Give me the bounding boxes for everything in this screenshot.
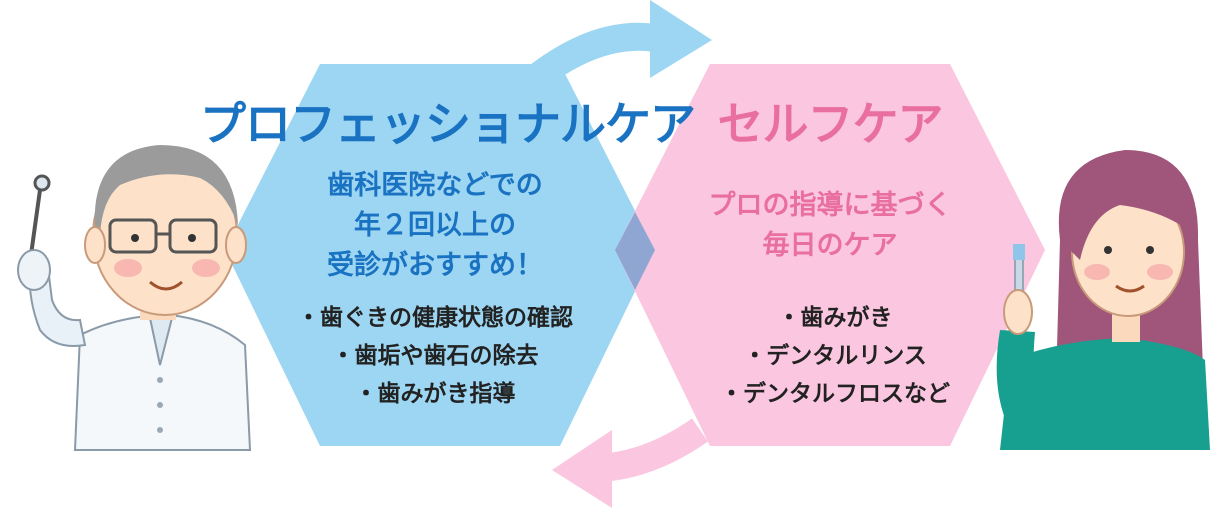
dentist-illustration	[17, 145, 252, 451]
professional-care-subtitle-line: 歯科医院などでの	[327, 170, 543, 201]
professional-care-subtitle-line: 受診がおすすめ！	[327, 250, 543, 281]
professional-care-hexagon	[225, 64, 655, 446]
professional-care-item: ・歯ぐきの健康状態の確認	[297, 305, 573, 331]
professional-care-item: ・歯垢や歯石の除去	[331, 343, 539, 369]
self-care-subtitle-line: プロの指導に基づく	[708, 190, 952, 221]
professional-care-title: プロフェッショナルケア	[200, 97, 696, 151]
cycle-arrow-bottom-icon	[552, 418, 709, 508]
self-care-hexagon	[615, 64, 1045, 446]
self-care-item: ・デンタルリンス	[743, 343, 927, 369]
self-care-subtitle-line: 毎日のケア	[762, 230, 898, 261]
overlap-area	[615, 212, 655, 290]
professional-care-item: ・歯みがき指導	[354, 381, 516, 407]
self-care-item: ・歯みがき	[777, 305, 893, 331]
self-care-item: ・デンタルフロスなど	[720, 381, 950, 407]
professional-care-subtitle-line: 年２回以上の	[354, 210, 516, 241]
woman-illustration	[996, 150, 1210, 450]
cycle-arrow-top-icon	[531, 0, 712, 87]
self-care-title: セルフケア	[717, 97, 944, 151]
